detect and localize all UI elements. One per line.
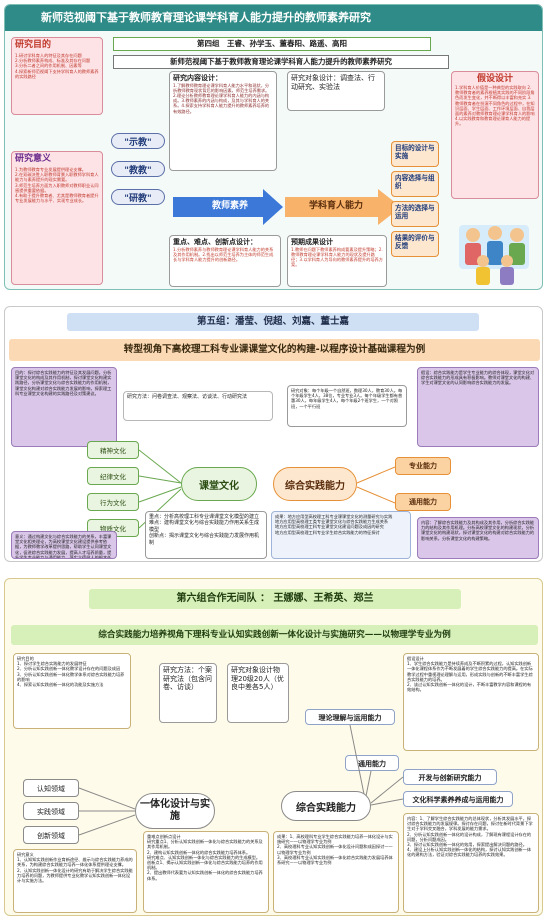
list-item: 2.在双碳决胜入职教师背景入职教师学科育人能力与素养提升的现实需要。 bbox=[15, 172, 99, 183]
culture-item-discipline: 纪律文化 bbox=[87, 467, 139, 485]
right-box-content: 内容选择与组织 bbox=[391, 171, 439, 197]
group4-key-text: 1.分析教师素养与教师教育理论课学科育人能力的关系及其作用机制。2.找出以师范生… bbox=[173, 246, 274, 262]
group6-result-box: 成果：1、高校理科专业学生综合实践能力培养一体化设计与实施研究——以物理学专业为… bbox=[273, 831, 399, 913]
list-item: 2.分析教师素养构成、标准及其存在问题 bbox=[15, 58, 91, 64]
practice-center: 综合实践能力 bbox=[273, 467, 357, 501]
list-item: 3.师范生培养方面为入职教师对教师职业认同感提供重要依据。 bbox=[15, 182, 99, 193]
practice-item-general: 通用能力 bbox=[395, 493, 451, 511]
group5-key-box: 重点：分析高校理工科专业课课堂文化模型的建立 难点：建构课堂文化与综合实践能力作… bbox=[145, 511, 267, 559]
group4-title-band: 新师范视阈下基于教师教育理论课学科育人能力提升的教师素养研究 bbox=[5, 5, 542, 31]
right-box-goal: 目标的设计与实施 bbox=[391, 141, 439, 167]
domain-item-practice: 实践领域 bbox=[23, 802, 79, 820]
people-illustration bbox=[459, 225, 529, 285]
group6-meaning-box: 研究意义 1、认知知实践创新作业育新途径、维示与综合实践能力养成的关系，为构建综… bbox=[13, 849, 137, 913]
group5-aim-box: 目的：探讨综合实践能力的特征及其发展问题，分析课堂文化的构成及其作用机制，探讨课… bbox=[11, 367, 117, 447]
ability-item-culture: 文化科学素养养成与运用能力 bbox=[403, 791, 513, 807]
culture-item-spirit: 精神文化 bbox=[87, 441, 139, 459]
group4-hypothesis-text: 1.学科育人价值是一种典型的实践取向 2.教师教育者的素养根植其实践的不同阶段角… bbox=[455, 85, 535, 127]
group4-hypothesis-title: 假设设计 bbox=[476, 74, 513, 84]
group6-title: 综合实践能力培养视角下理科专业认知实践创新一体化设计与实施研究——以物理学专业为… bbox=[11, 625, 538, 645]
group5-hypo-box: 假设：综合实践能力是学生专业能力的综合体现，课堂文化对综合实践能力的形成具有积极… bbox=[417, 367, 539, 447]
domain-item-cognition: 认知领域 bbox=[23, 779, 79, 797]
ability-item-develop: 开发与创新研究能力 bbox=[403, 769, 497, 785]
teach-pill-2: "教教" bbox=[111, 161, 165, 177]
list-item: 4.有助于提升教育者、尤其是教师教育者提升专业发展能力与水平、实现专业成长。 bbox=[15, 193, 99, 204]
group6-content-box: 内容：1、了解学生综合实践能力的总体现状，分析其发展水平，探讨综合实践能力的发展… bbox=[403, 813, 539, 913]
group5-meaning-box: 意义：通过构建文化与综合实践能力的关系，丰富课堂文化相关理论，为高校课堂文化建设… bbox=[11, 531, 117, 559]
group5-panel: 第五组：潘莹、倪超、刘嘉、董士嘉 转型视角下高校理工科专业课课堂文化的构建-以程… bbox=[4, 306, 543, 562]
group6-hypo-box: 假设设计 1、学生综合实践能力是持续养成及不断积累的过程，认知实践创新一体化课程… bbox=[403, 653, 539, 751]
teach-pill-3: "研教" bbox=[111, 189, 165, 205]
group4-title: 新师范视阈下基于教师教育理论课学科育人能力提升的教师素养研究 bbox=[41, 11, 371, 24]
group4-center-arrow bbox=[173, 189, 401, 225]
group5-result-box: 成果：地方应用型高校理工科专业课课堂文化的测量研究与实践 地方应用型高校理工类专… bbox=[271, 511, 411, 559]
group4-purpose-list: 1.研讨学科育人的特征及其存在问题 2.分析教师素养构成、标准及其存在问题 3.… bbox=[15, 53, 99, 79]
group4-purpose-title: 研究目的 bbox=[15, 40, 52, 50]
group4-expect-box: 预期成果设计 1.教师在问题下教师素养构成要素及提升策略；2.教师教育理论课学科… bbox=[287, 235, 387, 287]
group4-members: 第四组 王睿、孙学玉、董春阳、路遥、高阳 bbox=[113, 37, 431, 51]
list-item: 3.分析二者之间的作用机制、因素等 bbox=[15, 63, 82, 69]
group5-members: 第五组：潘莹、倪超、刘嘉、董士嘉 bbox=[67, 313, 479, 331]
group4-key-title: 重点、难点、创新点设计： bbox=[173, 238, 257, 246]
group6-panel: 第六组合作无间队 ： 王娜娜、王希英、郑兰 综合实践能力培养视角下理科专业认知实… bbox=[4, 578, 543, 916]
group4-object-box: 研究对象设计：调查法、行动研究、实验法 bbox=[287, 71, 385, 111]
group4-expect-text: 1.教师在问题下教师素养构成要素及提升策略；2.教师教育理论课学科育人能力的现状… bbox=[291, 246, 383, 268]
center-label-subject-ability: 学科育人能力 bbox=[308, 201, 363, 211]
group6-members: 第六组合作无间队 ： 王娜娜、王希英、郑兰 bbox=[89, 589, 461, 609]
right-box-method: 方法的选择与运用 bbox=[391, 201, 439, 227]
group4-panel: 新师范视阈下基于教师教育理论课学科育人能力提升的教师素养研究 第四组 王睿、孙学… bbox=[4, 4, 543, 290]
group4-expect-title: 预期成果设计 bbox=[291, 238, 333, 246]
group5-title: 转型视角下高校理工科专业课课堂文化的构建-以程序设计基础课程为例 bbox=[9, 339, 540, 361]
group6-method-box: 研究方法：个案研究法（包含问卷、访谈） bbox=[159, 663, 217, 723]
group5-object-box: 研究对象：每个年级一个自然班，数理30人，教育30人。每个年级学生4人，38位，… bbox=[287, 385, 407, 427]
group4-object-text: 研究对象设计：调查法、行动研究、实验法 bbox=[291, 74, 375, 91]
culture-item-behavior: 行为文化 bbox=[87, 493, 139, 511]
culture-center: 课堂文化 bbox=[181, 467, 257, 501]
group6-connectors bbox=[78, 724, 404, 836]
group6-object-box: 研究对象设计物理20级20人（优良中差各5人） bbox=[227, 663, 289, 723]
center-label-teacher-literacy: 教师素养 bbox=[211, 201, 248, 211]
list-item: 1.为教师教育专业发展提供理论支撑。 bbox=[15, 167, 86, 172]
domain-item-innovation: 创新领域 bbox=[23, 826, 79, 844]
practice-item-professional: 专业能力 bbox=[395, 457, 451, 475]
list-item: 1.研讨学科育人的特征及其存在问题 bbox=[15, 53, 82, 58]
group4-purpose-box: 研究目的 1.研讨学科育人的特征及其存在问题 2.分析教师素养构成、标准及其存在… bbox=[11, 37, 103, 115]
teach-pill-1: "示教" bbox=[111, 133, 165, 149]
group4-subtitle: 新师范视阈下基于教师教育理论课学科育人能力提升的教师素养研究 bbox=[113, 55, 449, 69]
ability-item-theory: 理论理解与运用能力 bbox=[305, 709, 395, 725]
group4-content-text: 1.了解教师教育理论课学科育人能力水平和现状，分析教师教育现状背后的影响因素，师… bbox=[173, 82, 270, 114]
g6-practice-center: 综合实践能力 bbox=[281, 791, 371, 821]
right-box-eval: 结果的评价与反馈 bbox=[391, 231, 439, 257]
group4-meaning-title: 研究意义 bbox=[15, 154, 52, 164]
group4-content-box: 研究内容设计： 1.了解教师教育理论课学科育人能力水平和现状，分析教师教育现状背… bbox=[169, 71, 277, 171]
group5-method-box: 研究方法：问卷调查法、观察法、访谈法、行动研究法 bbox=[123, 391, 273, 421]
group4-meaning-box: 研究意义 1.为教师教育专业发展提供理论支撑。 2.在双碳决胜入职教师背景入职教… bbox=[11, 151, 103, 285]
group4-hypothesis-box: 假设设计 1.学科育人价值是一种典型的实践取向 2.教师教育者的素养根植其实践的… bbox=[451, 71, 539, 199]
design-center: 一体化设计与实施 bbox=[135, 793, 215, 829]
group6-key-box: 重难点创新点设计 研究重点1、分析认知实践创新一体化与综合实践能力的关系及其作用… bbox=[143, 831, 269, 913]
group5-content-box: 内容：了解综合实践能力及其构成及其作用，分析综合实践能力的结构及其作用机理。分析… bbox=[417, 517, 539, 559]
list-item: 4.探索新师范视阈下支持学科育人的教师素养的实践路径 bbox=[15, 68, 99, 79]
group4-content-title: 研究内容设计： bbox=[173, 74, 222, 82]
group6-aim-box: 研究目的 1、探讨学生综合实践能力的发展特征 2、分析认知实践创新一体化教学设计… bbox=[13, 653, 131, 729]
group4-key-box: 重点、难点、创新点设计： 1.分析教师素养与教师教育理论课学科育人能力的关系及其… bbox=[169, 235, 281, 287]
